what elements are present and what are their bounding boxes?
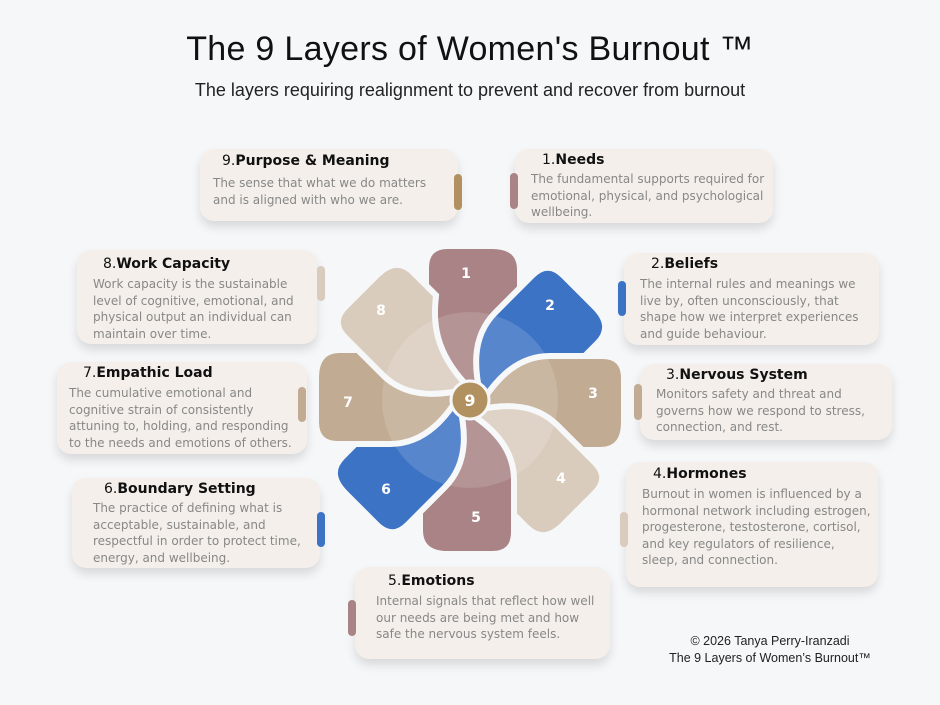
- petal-label-5: 5: [471, 510, 481, 526]
- center-label: 9: [464, 391, 475, 410]
- layer-title: 6.Boundary Setting: [104, 481, 256, 497]
- layer-number: 8.: [103, 256, 117, 272]
- layer-description: Monitors safety and threat and governs h…: [656, 387, 865, 434]
- layer-description: The cumulative emotional and cognitive s…: [69, 386, 292, 450]
- layer-name: Needs: [555, 152, 605, 168]
- layer-card-needs: 1.Needs The fundamental supports require…: [515, 149, 773, 223]
- layer-title: 3.Nervous System: [666, 367, 808, 383]
- layer-description: The sense that what we do matters and is…: [213, 176, 427, 207]
- layer-number: 2.: [651, 256, 665, 272]
- layer-name: Purpose & Meaning: [235, 153, 390, 169]
- layer-number: 7.: [83, 365, 97, 381]
- layer-number: 6.: [104, 481, 118, 497]
- layer-color-bar: [317, 512, 325, 547]
- layer-name: Hormones: [666, 466, 747, 482]
- layer-description: The internal rules and meanings we live …: [640, 277, 859, 341]
- layer-card-boundary-setting: 6.Boundary Setting The practice of defin…: [72, 478, 320, 568]
- layer-color-bar: [620, 512, 628, 547]
- layer-description: The fundamental supports required for em…: [531, 172, 765, 219]
- layer-color-bar: [510, 173, 518, 209]
- page-subtitle: The layers requiring realignment to prev…: [194, 80, 746, 100]
- layer-name: Emotions: [401, 573, 475, 589]
- page-title: The 9 Layers of Women's Burnout ™: [186, 30, 754, 68]
- layer-title: 4.Hormones: [653, 466, 747, 482]
- petal-label-4: 4: [556, 471, 566, 487]
- layer-card-beliefs: 2.Beliefs The internal rules and meaning…: [624, 253, 879, 345]
- layer-title: 9.Purpose & Meaning: [222, 153, 390, 169]
- petal-8: [334, 261, 477, 397]
- trademark-text: The 9 Layers of Women’s Burnout™: [669, 651, 871, 665]
- layer-card-empathic-load: 7.Empathic Load The cumulative emotional…: [57, 362, 307, 454]
- layer-card-nervous-system: 3.Nervous System Monitors safety and thr…: [640, 364, 892, 440]
- petal-label-1: 1: [461, 266, 471, 282]
- layer-description: Burnout in women is influenced by a horm…: [642, 487, 871, 567]
- layer-number: 9.: [222, 153, 236, 169]
- layer-number: 3.: [666, 367, 680, 383]
- petal-label-8: 8: [376, 303, 386, 319]
- layer-number: 4.: [653, 466, 667, 482]
- layer-number: 5.: [388, 573, 402, 589]
- layer-color-bar: [618, 281, 626, 316]
- layer-description: Internal signals that reflect how well o…: [376, 594, 595, 641]
- layer-description: Work capacity is the sustainable level o…: [93, 277, 294, 341]
- layer-card-purpose-meaning: 9.Purpose & Meaning The sense that what …: [200, 149, 458, 221]
- layer-description: The practice of defining what is accepta…: [93, 501, 301, 565]
- layers-pinwheel: 1 2 3 4 5 6 7 8 9: [313, 243, 627, 557]
- layer-color-bar: [317, 266, 325, 301]
- layer-name: Boundary Setting: [117, 481, 256, 497]
- layer-color-bar: [298, 387, 306, 422]
- layer-card-hormones: 4.Hormones Burnout in women is influence…: [626, 462, 878, 587]
- layer-color-bar: [454, 174, 462, 210]
- layer-title: 2.Beliefs: [651, 256, 718, 272]
- layer-name: Empathic Load: [96, 365, 213, 381]
- layer-card-emotions: 5.Emotions Internal signals that reflect…: [355, 567, 610, 659]
- layer-name: Beliefs: [664, 256, 719, 272]
- layer-color-bar: [348, 600, 356, 636]
- petal-label-2: 2: [545, 298, 555, 314]
- layer-number: 1.: [542, 152, 556, 168]
- layer-color-bar: [634, 384, 642, 420]
- layer-title: 5.Emotions: [388, 573, 475, 589]
- center-hub: [449, 379, 491, 421]
- petal-label-7: 7: [343, 395, 353, 411]
- layer-title: 8.Work Capacity: [103, 256, 230, 272]
- layer-title: 1.Needs: [542, 152, 604, 168]
- petal-label-3: 3: [588, 386, 598, 402]
- petal-label-6: 6: [381, 482, 391, 498]
- layer-title: 7.Empathic Load: [83, 365, 213, 381]
- layer-name: Nervous System: [679, 367, 808, 383]
- layer-name: Work Capacity: [116, 256, 231, 272]
- copyright-text: © 2026 Tanya Perry-Iranzadi: [690, 634, 850, 648]
- layer-card-work-capacity: 8.Work Capacity Work capacity is the sus…: [77, 250, 317, 344]
